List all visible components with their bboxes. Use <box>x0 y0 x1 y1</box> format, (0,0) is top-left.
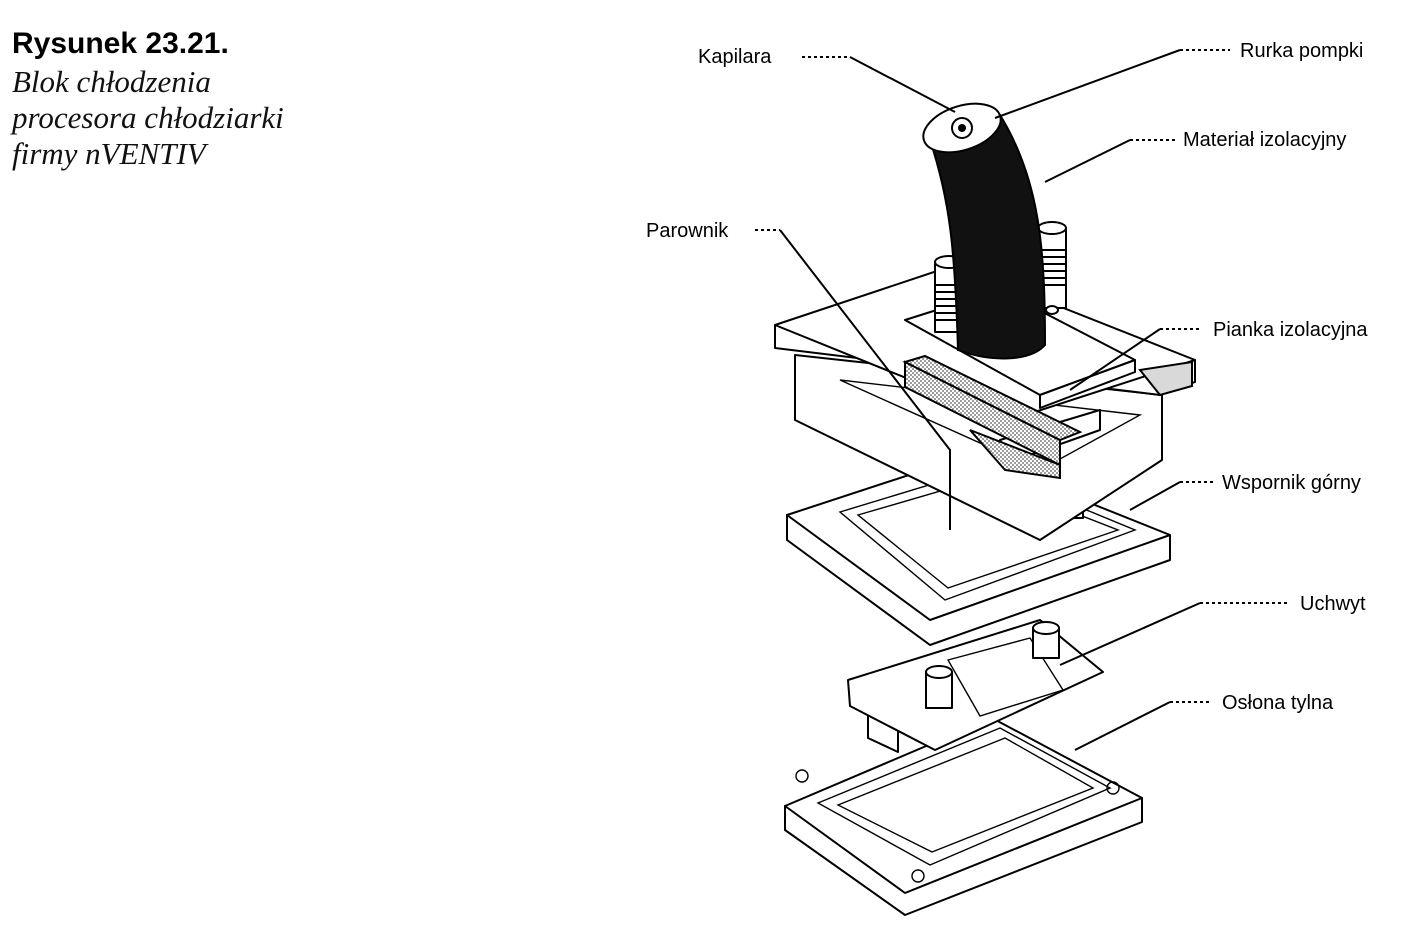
callout-pianka-izolacyjna: Pianka izolacyjna <box>1213 319 1368 341</box>
callout-rurka-pompki: Rurka pompki <box>1240 40 1363 62</box>
callout-uchwyt: Uchwyt <box>1300 593 1366 615</box>
holder-screw-right <box>1032 621 1060 659</box>
callout-oslona-tylna: Osłona tylna <box>1222 692 1334 714</box>
holder-screw-left <box>925 665 953 709</box>
caption-line-2: procesora chłodziarki <box>12 100 284 135</box>
callout-kapilara: Kapilara <box>698 46 772 68</box>
figure-caption: Rysunek 23.21. Blok chłodzenia procesora… <box>12 26 432 172</box>
insulated-tube <box>922 102 1047 360</box>
callout-wspornik-gorny: Wspornik górny <box>1222 472 1361 494</box>
holder-plate <box>847 619 1104 753</box>
callout-material-izolacyjny: Materiał izolacyjny <box>1183 129 1346 151</box>
caption-line-3: firmy nVENTIV <box>12 136 206 171</box>
figure-caption-text: Blok chłodzenia procesora chłodziarki fi… <box>12 64 432 172</box>
callout-parownik: Parownik <box>646 220 729 242</box>
leader-lines <box>755 49 1290 751</box>
back-cover <box>784 717 1143 916</box>
evaporator <box>902 354 1083 480</box>
caption-line-1: Blok chłodzenia <box>12 64 211 99</box>
figure-label: Rysunek 23.21. <box>12 27 229 60</box>
